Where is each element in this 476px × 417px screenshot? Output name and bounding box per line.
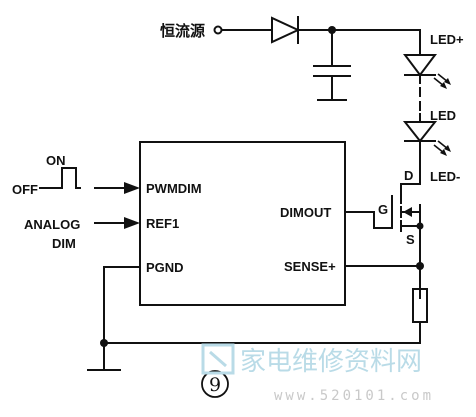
- watermark-url: www.520101.com: [274, 388, 434, 404]
- drain-label: D: [404, 168, 413, 183]
- current-source-label: 恒流源: [160, 22, 205, 40]
- junction-cap: [328, 26, 336, 34]
- sense-resistor: [412, 288, 428, 323]
- pin-ref1: REF1: [146, 216, 179, 231]
- pin-sense: SENSE+: [284, 259, 336, 274]
- mosfet-arrow: [403, 207, 412, 217]
- led-plus-label: LED+: [430, 32, 464, 47]
- controller-ic: [139, 141, 346, 306]
- pin-dimout: DIMOUT: [280, 205, 331, 220]
- junction-sense: [416, 262, 424, 270]
- pwm-waveform: [39, 167, 81, 189]
- watermark: 家电维修资料网 www.520101.com: [201, 343, 434, 404]
- figure-number-circle: [201, 370, 229, 398]
- led-label: LED: [430, 108, 456, 123]
- figure-number: 9: [209, 374, 221, 396]
- led-minus-label: LED-: [430, 169, 460, 184]
- pwm-arrowhead: [124, 182, 140, 194]
- junction-ground: [100, 339, 108, 347]
- source-pin-label: S: [406, 232, 415, 247]
- led-1: [403, 54, 437, 77]
- diode: [271, 16, 301, 44]
- watermark-text: 家电维修资料网: [240, 347, 422, 377]
- off-label: OFF: [12, 182, 38, 197]
- led-2: [402, 121, 438, 143]
- gate-label: G: [378, 202, 388, 217]
- pin-pgnd: PGND: [146, 260, 184, 275]
- analog-label: ANALOG: [24, 217, 80, 232]
- junction-source: [416, 222, 424, 230]
- ref-arrowhead: [124, 217, 140, 229]
- dim-label: DIM: [52, 236, 76, 251]
- watermark-logo: [201, 343, 235, 375]
- pin-pwmdim: PWMDIM: [146, 181, 202, 196]
- on-label: ON: [46, 153, 66, 168]
- source-terminal: [213, 25, 223, 35]
